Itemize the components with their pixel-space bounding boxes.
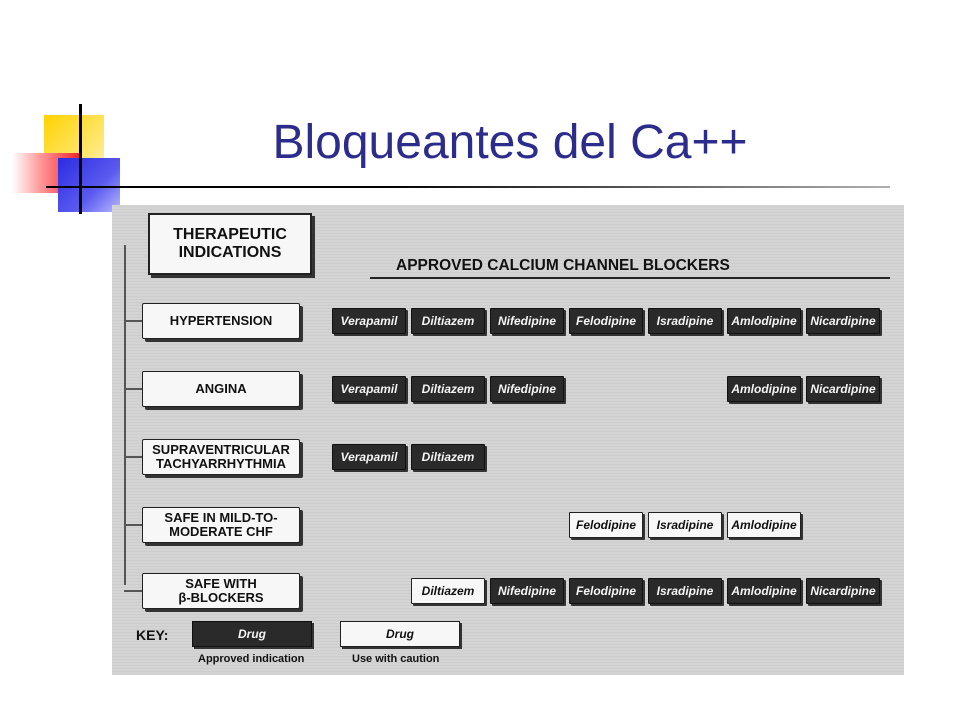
indication-label: SAFE IN MILD-TO- MODERATE CHF [142,507,300,543]
key-approved-sample: Drug [192,621,312,647]
drug-box-caution: Diltiazem [411,578,485,604]
drug-box-approved: Isradipine [648,308,722,334]
indication-label: SUPRAVENTRICULAR TACHYARRHYTHMIA [142,439,300,475]
drug-box-approved: Nifedipine [490,578,564,604]
drug-box-approved: Verapamil [332,444,406,470]
drug-box-approved: Nicardipine [806,376,880,402]
drug-box-approved: Felodipine [569,578,643,604]
title-underline [46,186,890,188]
drug-box-approved: Amlodipine [727,308,801,334]
tree-branch [124,590,146,592]
decor-vertical-line [79,104,82,214]
slide-title: Bloqueantes del Ca++ [272,116,748,169]
key-approved-caption: Approved indication [198,653,305,665]
indication-label: SAFE WITH β-BLOCKERS [142,573,300,609]
indication-label: ANGINA [142,371,300,407]
drug-box-approved: Verapamil [332,376,406,402]
drug-box-approved: Nicardipine [806,308,880,334]
drug-box-approved: Nicardipine [806,578,880,604]
drug-box-approved: Nifedipine [490,376,564,402]
drug-box-approved: Diltiazem [411,308,485,334]
drug-box-approved: Verapamil [332,308,406,334]
tree-trunk [124,245,126,585]
calcium-blocker-figure: THERAPEUTIC INDICATIONS APPROVED CALCIUM… [112,205,904,675]
drug-box-caution: Isradipine [648,512,722,538]
key-label: KEY: [136,627,169,643]
indication-label: HYPERTENSION [142,303,300,339]
tree-branch [124,388,146,390]
drug-box-approved: Amlodipine [727,578,801,604]
tree-branch [124,524,146,526]
key-caution-sample: Drug [340,621,460,647]
drug-box-caution: Felodipine [569,512,643,538]
approved-heading-rule [370,277,890,279]
drug-box-approved: Amlodipine [727,376,801,402]
drug-box-approved: Felodipine [569,308,643,334]
tree-branch [124,456,146,458]
decor-blue-square [58,158,120,212]
drug-box-caution: Amlodipine [727,512,801,538]
therapeutic-indications-box: THERAPEUTIC INDICATIONS [148,213,312,275]
drug-box-approved: Isradipine [648,578,722,604]
drug-box-approved: Nifedipine [490,308,564,334]
drug-box-approved: Diltiazem [411,376,485,402]
tree-branch [124,320,146,322]
approved-heading: APPROVED CALCIUM CHANNEL BLOCKERS [396,257,730,274]
drug-box-approved: Diltiazem [411,444,485,470]
key-caution-caption: Use with caution [352,653,440,665]
